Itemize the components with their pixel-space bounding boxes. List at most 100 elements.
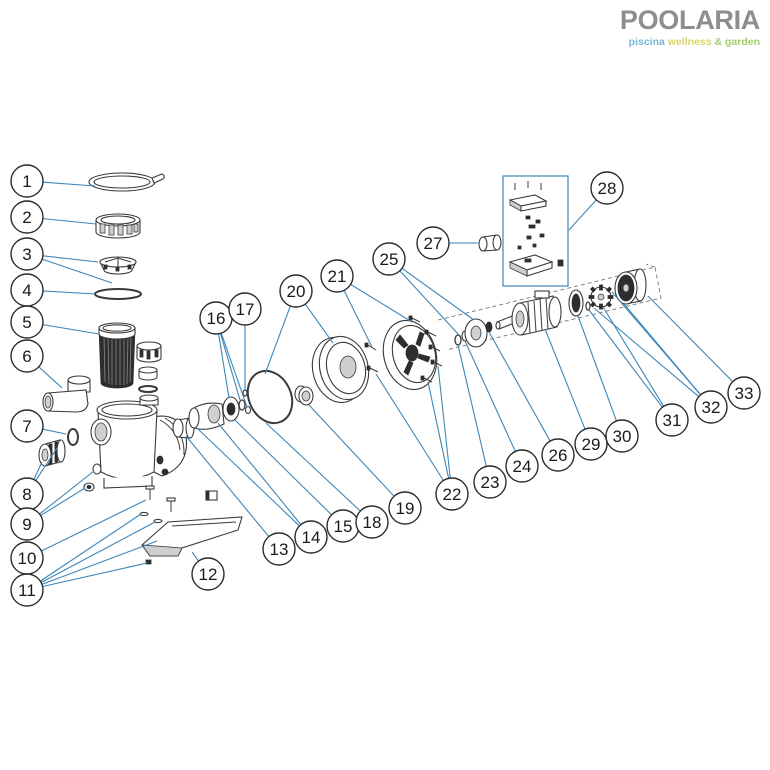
part-union-nut [38,439,66,467]
leader-line-32 [623,303,702,396]
leader-line-3 [41,258,113,284]
callout-32: 32 [694,390,728,424]
callout-label: 20 [287,282,306,301]
callout-label: 6 [22,347,31,366]
callout-6: 6 [10,339,44,373]
callout-25: 25 [372,242,406,276]
callout-label: 29 [582,435,601,454]
callout-26: 26 [541,438,575,472]
part-impeller [222,396,252,422]
tagline-garden: & garden [714,36,760,48]
part-stub [172,417,195,439]
callout-circle [279,274,313,308]
leader-line-25 [399,270,460,336]
leader-line-28 [568,199,597,231]
callout-label: 27 [424,234,443,253]
part-basket-cap [99,256,137,275]
leader-line-33 [647,295,734,383]
callout-label: 26 [549,446,568,465]
callout-31: 31 [655,403,689,437]
callout-5: 5 [10,305,44,339]
leader-line-14 [196,427,300,527]
callout-22: 22 [435,477,469,511]
callout-label: 2 [22,208,31,227]
part-pump-body [90,394,188,489]
callout-24: 24 [505,449,539,483]
leader-line-2 [42,218,97,225]
callout-label: 23 [481,473,500,492]
logo-brand: POOLARIA [619,5,760,35]
leader-line-16 [220,332,248,408]
callout-12: 12 [191,557,225,591]
callout-label: 30 [613,427,632,446]
callout-19: 19 [388,491,422,525]
callout-label: 11 [18,581,36,600]
leader-line-21 [343,290,373,348]
callout-3: 3 [10,237,44,271]
callout-8: 8 [10,477,44,511]
callout-20: 20 [279,274,313,308]
callout-7: 7 [10,409,44,443]
callout-14: 14 [294,520,328,554]
callout-29: 29 [574,427,608,461]
leader-line-19 [308,404,395,497]
leader-line-9 [40,487,86,517]
leader-line-3 [42,255,99,263]
leader-line-10 [41,499,147,552]
leader-line-22 [375,373,444,481]
callout-circle [574,427,608,461]
callout-label: 31 [663,411,682,430]
callout-label: 19 [396,499,415,518]
part-bearing-ring [568,289,584,317]
leader-line-18 [265,422,361,512]
leader-line-16 [219,333,241,401]
callout-15: 15 [326,509,360,543]
callout-circle [10,237,44,271]
part-elbow [42,375,91,413]
leader-line-32 [593,307,700,398]
callout-label: 28 [598,179,617,198]
part-diffuser [188,402,225,430]
part-terminal-box-kit [502,175,569,287]
leader-line-11 [42,562,148,588]
callout-circle [228,292,262,326]
part-shaft-seal-set [454,318,493,348]
callout-circle [435,477,469,511]
callout-circle [10,339,44,373]
callout-23: 23 [473,465,507,499]
callout-circle [505,449,539,483]
callout-4: 4 [10,273,44,307]
callout-label: 9 [22,515,31,534]
part-union-set-right [136,341,162,393]
callout-label: 33 [735,384,754,403]
leader-line-23 [457,344,487,467]
leader-line-24 [464,340,516,452]
callout-13: 13 [262,532,296,566]
leader-line-9 [39,470,95,515]
tagline-wellness: wellness [667,36,712,48]
callout-label: 15 [334,517,353,536]
leader-line-6 [38,366,63,389]
callout-circle [294,520,328,554]
callout-label: 7 [22,417,31,436]
callout-1: 1 [10,164,44,198]
part-o-ring [94,288,142,300]
callout-label: 18 [363,513,382,532]
leader-line-26 [488,331,551,442]
part-union-o-ring [67,428,79,446]
logo-tagline: piscina wellness & garden [620,36,760,49]
callout-circle [10,409,44,443]
callout-label: 22 [443,485,462,504]
callout-30: 30 [605,419,639,453]
callout-label: 25 [380,250,399,269]
tagline-piscina: piscina [628,36,665,48]
leader-line-14 [217,422,302,525]
leader-line-25 [401,267,475,321]
callout-28: 28 [590,171,624,205]
callout-18: 18 [355,505,389,539]
callout-label: 3 [22,245,31,264]
callout-label: 12 [199,565,218,584]
leader-line-15 [234,419,332,516]
part-lock-ring [95,213,141,239]
part-seal-plate [311,335,370,404]
